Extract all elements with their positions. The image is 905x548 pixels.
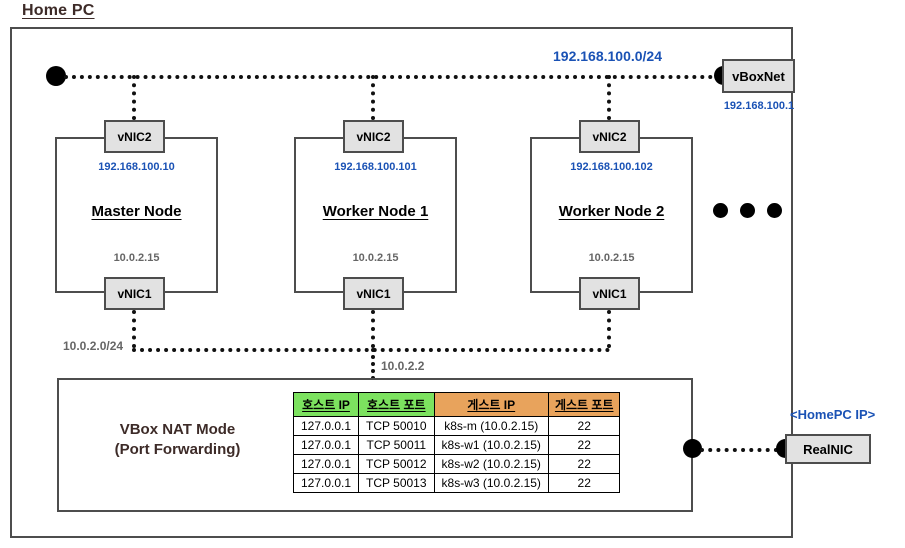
- node-title-worker2: Worker Node 2: [558, 203, 665, 220]
- host-only-subnet-label: 192.168.100.0/24: [553, 48, 662, 64]
- cell-guest-port: 22: [547, 416, 621, 436]
- host-only-drop-master: [132, 75, 136, 120]
- cell-host-ip: 127.0.0.1: [292, 473, 360, 493]
- vbox-nat-title-line1: VBox NAT Mode: [119, 421, 236, 438]
- cell-guest-port: 22: [547, 473, 621, 493]
- nat-drop-worker2: [607, 310, 611, 348]
- host-only-drop-worker2: [607, 75, 611, 120]
- nat-drop-worker1: [371, 310, 375, 348]
- nat-external-dot: [683, 439, 702, 458]
- table-row: 127.0.0.1 TCP 50011 k8s-w1 (10.0.2.15) 2…: [292, 435, 621, 455]
- cell-guest-ip: k8s-w3 (10.0.2.15): [433, 473, 549, 493]
- nic-worker1-vnic2[interactable]: vNIC2: [343, 120, 404, 153]
- nic-worker1-vnic1[interactable]: vNIC1: [343, 277, 404, 310]
- realnic-ip-label: <HomePC IP>: [790, 407, 876, 422]
- table-row: 127.0.0.1 TCP 50010 k8s-m (10.0.2.15) 22: [292, 416, 621, 436]
- table-row: 127.0.0.1 TCP 50012 k8s-w2 (10.0.2.15) 2…: [292, 454, 621, 474]
- node-title-master: Master Node: [91, 203, 182, 220]
- ellipsis-dot: [740, 203, 755, 218]
- nic-master-vnic1[interactable]: vNIC1: [104, 277, 165, 310]
- cell-host-port: TCP 50013: [358, 473, 435, 493]
- column-header-host-ip: 호스트 IP: [292, 392, 360, 417]
- table-row: 127.0.0.1 TCP 50013 k8s-w3 (10.0.2.15) 2…: [292, 473, 621, 493]
- column-header-guest-port: 게스트 포트: [547, 392, 621, 417]
- column-header-guest-ip: 게스트 IP: [433, 392, 549, 417]
- cell-guest-port: 22: [547, 435, 621, 455]
- vbox-nat-title: VBox NAT Mode (Port Forwarding): [70, 420, 285, 460]
- cell-host-ip: 127.0.0.1: [292, 435, 360, 455]
- nat-gateway-drop: [371, 348, 375, 380]
- nic-master-vnic1-ip: 10.0.2.15: [113, 252, 160, 264]
- cell-host-port: TCP 50010: [358, 416, 435, 436]
- cell-host-port: TCP 50011: [358, 435, 435, 455]
- cell-guest-ip: k8s-w1 (10.0.2.15): [433, 435, 549, 455]
- nat-gateway-ip-label: 10.0.2.2: [381, 359, 425, 373]
- ellipsis-dot: [713, 203, 728, 218]
- cell-guest-port: 22: [547, 454, 621, 474]
- cell-guest-ip: k8s-w2 (10.0.2.15): [433, 454, 549, 474]
- nic-worker1-vnic1-ip: 10.0.2.15: [352, 252, 399, 264]
- host-only-bus-endpoint-dot: [46, 66, 66, 86]
- port-forwarding-table: 호스트 IP 호스트 포트 게스트 IP 게스트 포트 127.0.0.1 TC…: [292, 392, 621, 493]
- realnic-chip[interactable]: RealNIC: [785, 434, 871, 464]
- cell-host-port: TCP 50012: [358, 454, 435, 474]
- ellipsis-dot: [767, 203, 782, 218]
- nic-master-vnic2-ip: 192.168.100.10: [98, 161, 175, 173]
- vbox-nat-title-line2: (Port Forwarding): [114, 441, 241, 458]
- nat-subnet-label: 10.0.2.0/24: [63, 339, 124, 353]
- host-only-bus-line: [64, 75, 729, 79]
- node-box-worker2: [530, 137, 693, 293]
- page-title: Home PC: [22, 2, 95, 19]
- nic-worker2-vnic1-ip: 10.0.2.15: [588, 252, 635, 264]
- more-nodes-ellipsis: [713, 203, 782, 218]
- vboxnet-chip[interactable]: vBoxNet: [722, 59, 795, 93]
- table-body: 127.0.0.1 TCP 50010 k8s-m (10.0.2.15) 22…: [292, 416, 621, 493]
- nat-drop-master: [132, 310, 136, 348]
- nat-to-realnic-line: [700, 448, 778, 452]
- node-title-worker1: Worker Node 1: [322, 203, 429, 220]
- nic-worker1-vnic2-ip: 192.168.100.101: [334, 161, 417, 173]
- cell-host-ip: 127.0.0.1: [292, 454, 360, 474]
- vboxnet-ip-label: 192.168.100.1: [723, 100, 795, 112]
- table-header-row: 호스트 IP 호스트 포트 게스트 IP 게스트 포트: [292, 392, 621, 417]
- node-box-master: [55, 137, 218, 293]
- nic-worker2-vnic2[interactable]: vNIC2: [579, 120, 640, 153]
- nic-master-vnic2[interactable]: vNIC2: [104, 120, 165, 153]
- cell-host-ip: 127.0.0.1: [292, 416, 360, 436]
- cell-guest-ip: k8s-m (10.0.2.15): [433, 416, 549, 436]
- host-only-drop-worker1: [371, 75, 375, 120]
- nic-worker2-vnic1[interactable]: vNIC1: [579, 277, 640, 310]
- nic-worker2-vnic2-ip: 192.168.100.102: [570, 161, 653, 173]
- column-header-host-port: 호스트 포트: [358, 392, 435, 417]
